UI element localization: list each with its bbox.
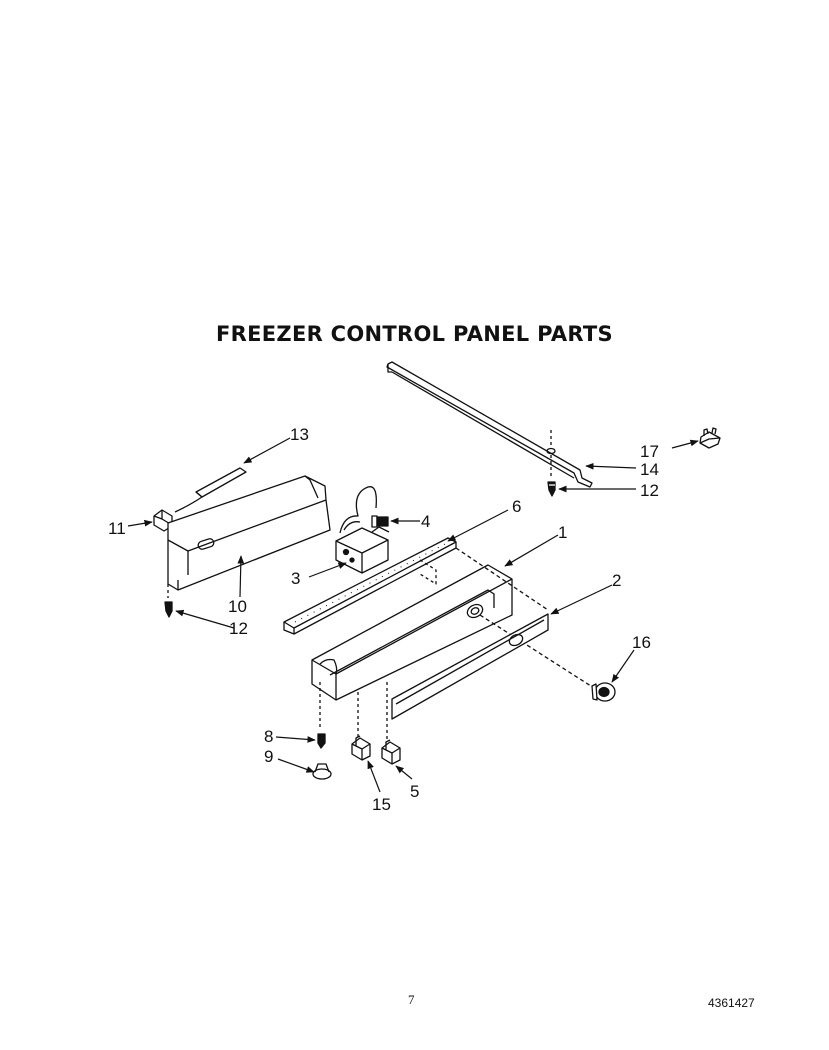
knob-part-16 (591, 682, 616, 702)
callout-16: 16 (632, 633, 651, 652)
document-number: 4361427 (708, 996, 755, 1010)
callout-14: 14 (640, 460, 659, 479)
clip-part-5 (381, 739, 401, 765)
callout-9: 9 (264, 747, 273, 766)
rail-part-6 (283, 537, 457, 635)
callout-6: 6 (512, 497, 521, 516)
screw-part-12-left (164, 601, 173, 618)
screw-part-12-right (547, 481, 556, 497)
callout-12-right: 12 (640, 481, 659, 500)
callout-13: 13 (290, 425, 309, 444)
callout-10: 10 (228, 597, 247, 616)
callout-11: 11 (108, 519, 126, 538)
clip-part-15 (351, 735, 371, 761)
callout-2: 2 (612, 571, 621, 590)
left-bracket-part (167, 475, 331, 598)
page-number: 7 (408, 992, 415, 1007)
clip-part-17 (699, 427, 721, 449)
callout-3: 3 (291, 569, 300, 588)
callout-5: 5 (410, 782, 419, 801)
callout-labels: 1 2 3 4 5 6 8 9 10 11 12 12 13 14 15 16 … (108, 425, 659, 814)
callout-12-left: 12 (229, 619, 248, 638)
screw-part-4 (371, 515, 389, 528)
diagram-title: FREEZER CONTROL PANEL PARTS (216, 322, 613, 346)
trim-part-2 (391, 613, 549, 720)
callout-15: 15 (372, 795, 391, 814)
callout-4: 4 (421, 512, 430, 531)
control-housing-part (311, 547, 595, 740)
thermostat-control-part (335, 486, 390, 574)
callout-17: 17 (640, 442, 659, 461)
callout-1: 1 (558, 523, 567, 542)
leader-lines (127, 437, 699, 793)
callout-8: 8 (264, 727, 273, 746)
grommet-part-9 (312, 763, 332, 780)
sensor-tube-part (174, 467, 247, 513)
screw-part-8 (317, 733, 326, 749)
top-bracket-part (386, 361, 593, 488)
